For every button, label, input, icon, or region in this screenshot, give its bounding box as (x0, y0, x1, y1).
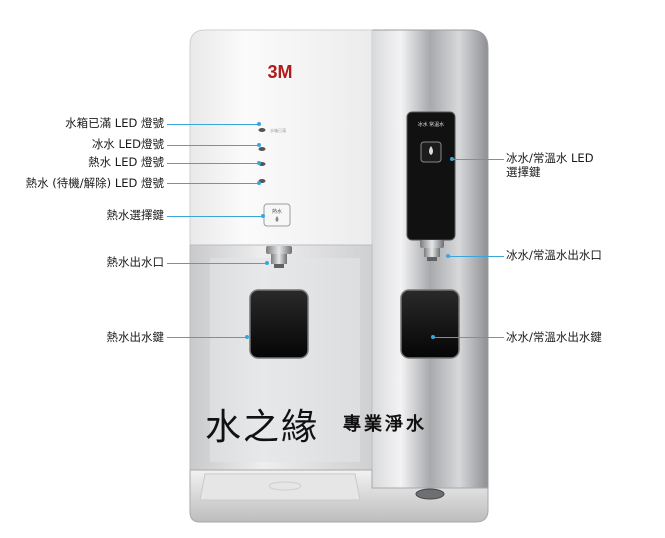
leader-dot (261, 214, 265, 218)
leader-dot (431, 335, 435, 339)
leader-line (448, 256, 504, 257)
label-hot-led: 熱水 LED 燈號 (88, 155, 164, 169)
hot-dispense-button (249, 289, 309, 359)
label-cold-led: 冰水 LED燈號 (91, 137, 164, 151)
leader-dot (450, 157, 454, 161)
leader-dot (257, 161, 261, 165)
svg-text:熱水: 熱水 (272, 208, 282, 215)
label-cold-dispense-key: 冰水/常溫水出水鍵 (506, 330, 602, 344)
leader-line (452, 159, 504, 160)
cold-control-panel (406, 111, 456, 241)
label-cold-led-select-key: 冰水/常溫水 LED 選擇鍵 (506, 151, 594, 179)
leader-dot (257, 181, 261, 185)
label-hot-select-key: 熱水選擇鍵 (106, 208, 165, 222)
leader-line (167, 216, 263, 217)
label-cold-outlet: 冰水/常溫水出水口 (506, 248, 602, 262)
label-hot-dispense-key: 熱水出水鍵 (106, 330, 165, 344)
leader-dot (265, 261, 269, 265)
leader-line (167, 183, 259, 184)
label-hot-outlet: 熱水出水口 (106, 255, 165, 269)
svg-text:水箱已滿: 水箱已滿 (270, 127, 286, 133)
panel-label-text: 冰水 常溫水 (418, 121, 444, 128)
label-tank-full-led: 水箱已滿 LED 燈號 (65, 116, 164, 130)
leader-line (167, 337, 247, 338)
leader-line (167, 145, 259, 146)
hot-select-button (263, 203, 291, 227)
label-hot-standby-led: 熱水 (待機/解除) LED 燈號 (25, 176, 164, 190)
leader-line (167, 263, 267, 264)
drip-tray (199, 473, 361, 501)
leader-line (433, 337, 504, 338)
watermark-main: 水之緣 (205, 407, 320, 448)
brand-logo: 3M (267, 62, 292, 82)
leader-dot (245, 335, 249, 339)
cold-dispense-button (400, 289, 460, 359)
cold-nozzle (420, 240, 444, 248)
leader-dot (257, 122, 261, 126)
leader-dot (257, 143, 261, 147)
leader-dot (446, 254, 450, 258)
hot-nozzle (266, 246, 292, 254)
leader-line (167, 124, 259, 125)
watermark-sub: 專業淨水 (343, 414, 427, 435)
right-drain (415, 488, 445, 500)
leader-line (167, 163, 259, 164)
